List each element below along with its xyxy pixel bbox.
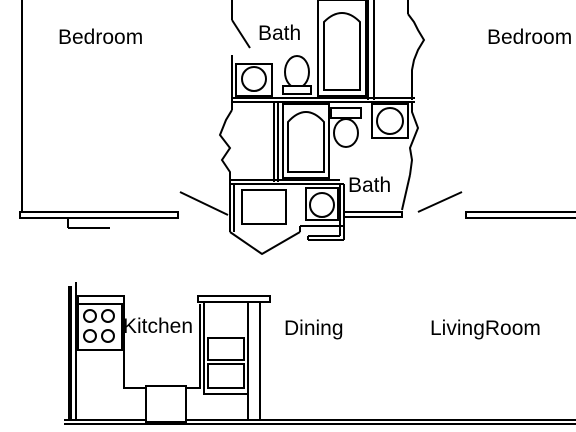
kitchen-counter xyxy=(77,295,201,389)
bath-top-label: Bath xyxy=(258,22,301,45)
bath-middle-tub xyxy=(282,103,330,179)
bath-middle-label: Bath xyxy=(348,174,391,197)
laundry-fixtures xyxy=(241,187,339,225)
bedroom-right-label: Bedroom xyxy=(487,26,572,49)
dining-label: Dining xyxy=(284,317,344,340)
kitchen-label: Kitchen xyxy=(123,315,193,338)
bedroom-left-label: Bedroom xyxy=(58,26,143,49)
bath-top-sink xyxy=(235,63,273,97)
kitchen-dishwasher xyxy=(145,385,187,423)
kitchen-stove xyxy=(77,303,123,351)
bath-top-walls xyxy=(231,0,415,103)
bath-top-tub xyxy=(317,0,367,97)
living-room-label: LivingRoom xyxy=(430,317,541,340)
bath-middle-sink xyxy=(371,103,409,139)
bath-top-toilet xyxy=(282,55,312,95)
right-zigzag-wall xyxy=(401,0,426,211)
kitchen-walls xyxy=(64,282,576,425)
bath-middle-walls xyxy=(218,100,403,256)
bath-middle-toilet xyxy=(330,107,362,148)
kitchen-pantry xyxy=(197,295,271,420)
bedroom-right-walls xyxy=(417,191,576,219)
bedroom-left-walls xyxy=(19,0,229,229)
